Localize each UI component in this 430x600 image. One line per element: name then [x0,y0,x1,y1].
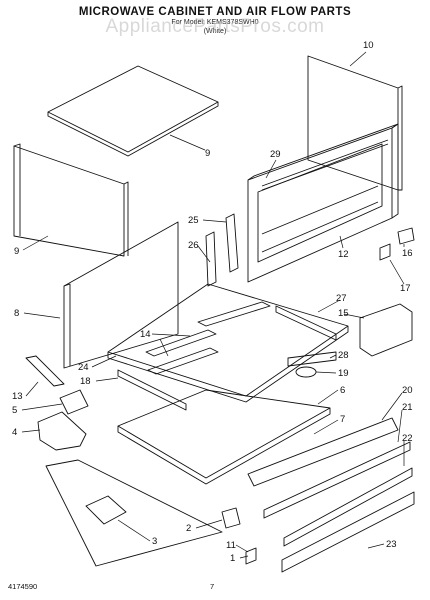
callout-label: 7 [340,414,345,425]
callout-label: 10 [363,40,374,51]
part-strip-26 [205,231,217,287]
part-1 [245,547,257,565]
callout-label: 27 [336,293,347,304]
diagram-title: MICROWAVE CABINET AND AIR FLOW PARTS [78,6,352,18]
model-line: For Model: KEMS378SWH0 [171,19,259,26]
callout-label: 18 [80,376,91,387]
callout-label: 26 [188,240,199,251]
callout-label: 24 [78,362,89,373]
callout-label: 3 [152,536,157,547]
part-bottom-panel [45,459,223,567]
callout-label: 21 [402,402,413,413]
part-lower-pan [117,389,331,479]
part-19 [295,366,317,378]
callout-label: 5 [12,405,17,416]
part-3-bracket [85,495,127,525]
callout-label: 9 [14,246,19,257]
document-number: 4174590 [8,582,38,591]
watermark: AppliancePartsPros.com [105,16,325,37]
callout-label: 25 [188,215,199,226]
callout-label: 4 [12,427,17,438]
part-17 [379,243,391,261]
callout-label: 9 [205,148,210,159]
callout-label: 29 [270,149,281,160]
callout-label: 13 [12,391,23,402]
callout-label: 1 [230,553,235,564]
part-13 [25,355,65,387]
page-number: 7 [210,582,215,591]
part-right-side-panel [307,55,399,191]
part-trim-21 [263,441,411,519]
callout-label: 14 [140,329,151,340]
callout-label: 8 [14,308,19,319]
callout-label: 17 [400,283,411,294]
part-trim-22 [283,467,413,547]
part-5 [59,389,89,415]
part-trim-23 [281,491,415,573]
callout-label: 12 [338,249,349,260]
diagram-header: MICROWAVE CABINET AND AIR FLOW PARTS For… [0,6,430,36]
color-line: (White) [203,28,227,35]
part-back-panel [63,221,179,369]
part-left-side-panel [13,145,125,257]
callout-label: 19 [338,368,349,379]
part-base-floor [107,283,349,397]
callout-label: 20 [402,385,413,396]
part-strip-25 [225,213,239,273]
part-16 [397,227,415,245]
callout-label: 6 [340,385,345,396]
callout-label: 28 [338,350,349,361]
part-top-panel [47,65,219,153]
part-strip-27 [275,305,337,341]
callout-label: 23 [386,539,397,550]
part-2 [221,507,241,529]
callout-label: 15 [338,308,349,319]
part-vent-screen [247,417,399,487]
part-rail [147,347,219,375]
part-15 [359,303,413,357]
callout-label: 2 [186,523,191,534]
part-strip-18 [117,369,187,411]
part-strip-28 [287,351,337,367]
part-4 [37,411,87,451]
callout-label: 22 [402,433,413,444]
part-rail [145,329,217,357]
part-rail [197,301,271,327]
callout-label: 16 [402,248,413,259]
callout-label: 11 [226,540,236,551]
